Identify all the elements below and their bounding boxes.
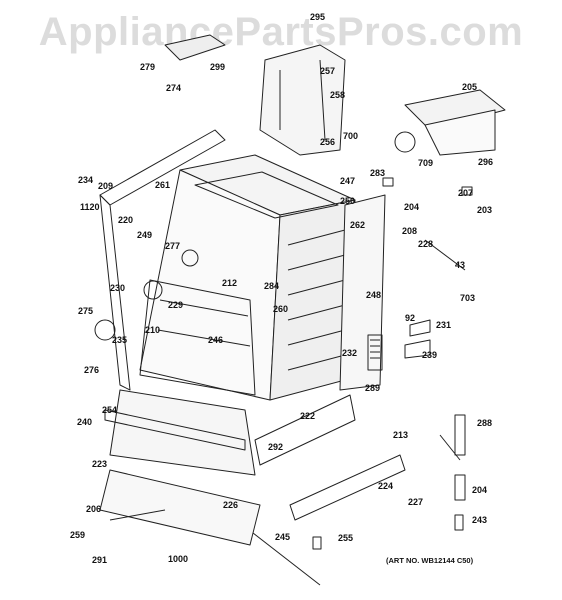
part-label: 227	[408, 497, 424, 507]
part-label: 291	[92, 555, 108, 565]
part-label: 228	[418, 239, 434, 249]
bracket-top	[164, 34, 226, 61]
side-panel	[339, 194, 386, 391]
part-label: 224	[378, 481, 394, 491]
part-label: 700	[343, 131, 359, 141]
part-label: 256	[320, 137, 336, 147]
part-label: 240	[77, 417, 93, 427]
part-label: 248	[366, 290, 382, 300]
part-label: 288	[477, 418, 493, 428]
part-label: 209	[98, 181, 114, 191]
part-label: 222	[300, 411, 316, 421]
part-label: 250	[340, 196, 356, 206]
part-label: 203	[477, 205, 493, 215]
flue-duct	[259, 44, 346, 156]
part-label: 279	[140, 62, 156, 72]
storage-drawer	[99, 389, 261, 546]
range-body	[139, 154, 356, 401]
part-label: 43	[455, 260, 466, 270]
part-label: 296	[478, 157, 494, 167]
part-label: 276	[84, 365, 100, 375]
part-label: 259	[70, 530, 86, 540]
part-label: 234	[78, 175, 94, 185]
part-label: 275	[78, 306, 94, 316]
part-label: 254	[102, 405, 118, 415]
part-label: 239	[422, 350, 438, 360]
part-label: 208	[402, 226, 418, 236]
part-label: 299	[210, 62, 226, 72]
part-label: 292	[268, 442, 284, 452]
part-label: 232	[342, 348, 358, 358]
part-label: 295	[310, 12, 326, 22]
part-label: 257	[320, 66, 336, 76]
part-label: 229	[168, 300, 184, 310]
part-label: 703	[460, 293, 476, 303]
part-label: 245	[275, 532, 291, 542]
part-label: 709	[418, 158, 434, 168]
part-label: 274	[166, 83, 182, 93]
small-parts	[94, 177, 473, 586]
part-label: 283	[370, 168, 386, 178]
part-label: 206	[86, 504, 102, 514]
part-label: 230	[110, 283, 126, 293]
part-label: 246	[208, 335, 224, 345]
part-label: 284	[264, 281, 280, 291]
part-label: 1120	[80, 202, 100, 212]
part-label: 262	[350, 220, 366, 230]
part-label: 255	[338, 533, 354, 543]
part-label: 204	[472, 485, 488, 495]
part-label: 289	[365, 383, 381, 393]
part-label: 1000	[168, 554, 189, 564]
part-label: 92	[405, 313, 416, 323]
part-label: 226	[223, 500, 239, 510]
part-label: 205	[462, 82, 478, 92]
part-label: 247	[340, 176, 356, 186]
part-label: 249	[137, 230, 153, 240]
part-label: 210	[145, 325, 161, 335]
kick-panel	[254, 394, 406, 521]
control-bracket	[394, 89, 506, 156]
part-label: 258	[330, 90, 346, 100]
part-label: 207	[458, 188, 474, 198]
part-label: 213	[393, 430, 409, 440]
part-label: 231	[436, 320, 452, 330]
part-label: 220	[118, 215, 134, 225]
part-label: 260	[273, 304, 289, 314]
part-label: 235	[112, 335, 128, 345]
part-label: 204	[404, 202, 420, 212]
part-label: 277	[165, 241, 181, 251]
part-label: 223	[92, 459, 108, 469]
art-number: (ART NO. WB12144 C50)	[386, 556, 474, 565]
part-label: 212	[222, 278, 238, 288]
part-label: 261	[155, 180, 171, 190]
watermark-logo: AppliancePartsPros.com	[38, 10, 524, 54]
part-label: 243	[472, 515, 488, 525]
side-frame	[99, 129, 226, 391]
